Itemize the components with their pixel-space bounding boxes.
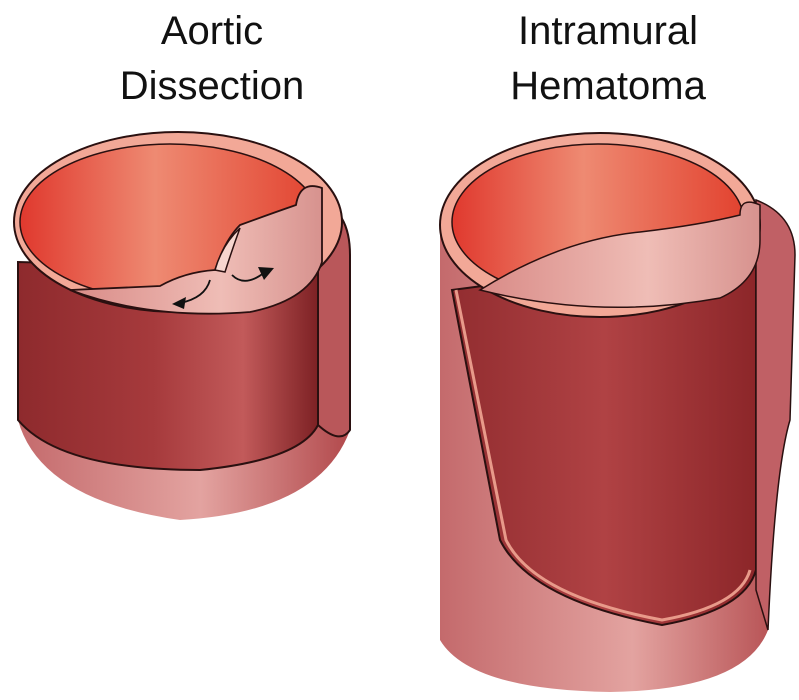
aortic-dissection-figure: [14, 132, 350, 520]
intramural-hematoma-figure: [440, 133, 795, 692]
outer-wall-strip: [756, 200, 795, 630]
